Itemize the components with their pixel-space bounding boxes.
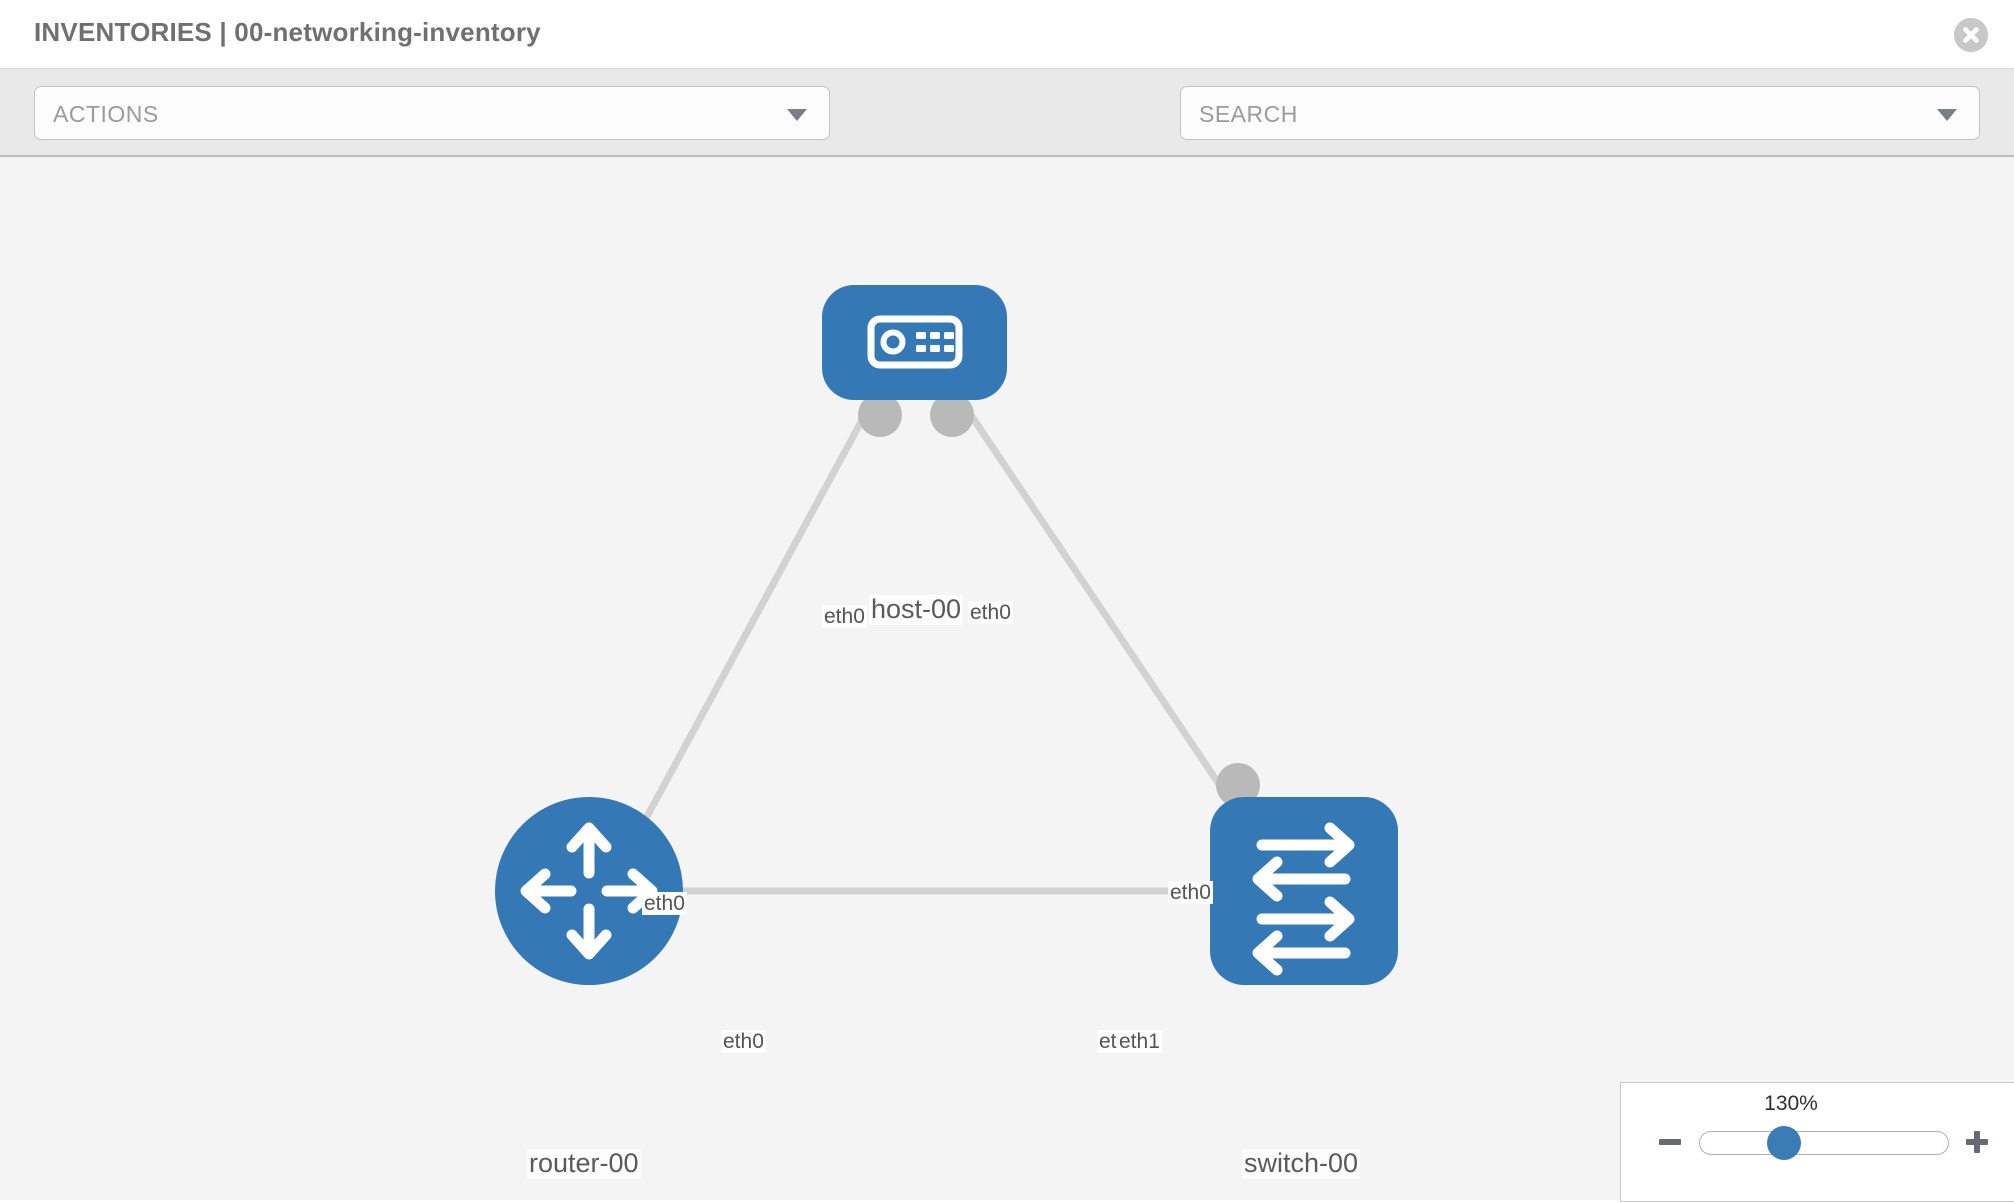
connector-layer [605, 393, 1287, 913]
zoom-out-button[interactable] [1657, 1129, 1683, 1155]
connector-switch00-nw [1216, 763, 1260, 807]
page-title: INVENTORIES | 00-networking-inventory [34, 17, 541, 47]
node-switch-00[interactable] [1210, 797, 1398, 985]
node-label-router-00: router-00 [527, 1148, 641, 1179]
node-label-host-00: host-00 [869, 594, 964, 625]
router-arrows-icon [520, 822, 658, 960]
zoom-control-panel: 130% [1620, 1082, 2014, 1202]
zoom-slider-track[interactable] [1699, 1131, 1949, 1155]
edge-label: eth0 [822, 605, 867, 629]
node-host-00[interactable] [822, 285, 1007, 400]
link-layer [621, 385, 1271, 895]
link-host00-router00 [621, 385, 884, 859]
zoom-level-value: 130% [1764, 1092, 1818, 1115]
link-host00-switch00 [949, 385, 1271, 859]
edge-label: eth0 [642, 892, 687, 916]
page-header: INVENTORIES | 00-networking-inventory [0, 0, 2014, 69]
edge-label: eth0 [968, 601, 1013, 625]
chevron-down-icon [787, 109, 807, 121]
node-label-switch-00: switch-00 [1242, 1148, 1361, 1179]
toolbar: ACTIONS SEARCH [0, 69, 2014, 201]
connector-host00-left [858, 393, 902, 437]
search-input[interactable]: SEARCH [1180, 86, 1980, 140]
connector-host00-right [930, 393, 974, 437]
close-button[interactable] [1954, 18, 1988, 52]
actions-dropdown[interactable]: ACTIONS [34, 86, 830, 140]
topology-canvas[interactable]: eth0 eth0 eth0 eth0 eth0 eth eth1 host-0… [0, 157, 2014, 1200]
node-router-00[interactable] [495, 797, 683, 985]
server-icon [867, 315, 963, 369]
edge-label: eth0 [1168, 881, 1213, 905]
zoom-in-button[interactable] [1964, 1129, 1990, 1155]
search-placeholder: SEARCH [1199, 101, 1298, 127]
switch-arrows-icon [1252, 822, 1355, 976]
edge-label: eth1 [1117, 1030, 1162, 1054]
chevron-down-icon [1937, 109, 1957, 121]
edge-label: eth0 [721, 1030, 766, 1054]
topology-graph [495, 285, 1398, 985]
zoom-slider-thumb[interactable] [1767, 1126, 1801, 1160]
close-icon [1954, 18, 1988, 52]
actions-dropdown-label: ACTIONS [53, 101, 159, 127]
